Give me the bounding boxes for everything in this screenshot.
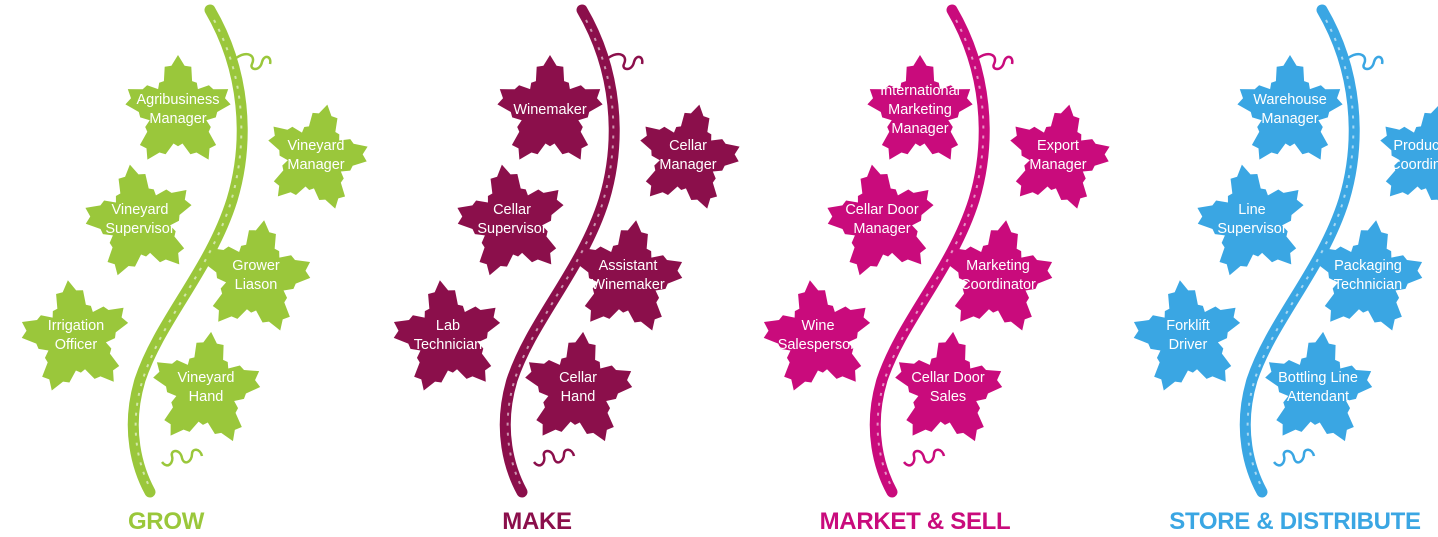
leaf-label: Cellar Supervisor: [477, 202, 547, 237]
vine-leaf: [1380, 104, 1438, 209]
vine-leaf: [1197, 164, 1304, 276]
leaf-label: Line Supervisor: [1217, 202, 1287, 237]
vine-stem-texture: [1246, 19, 1355, 489]
vine-title-store-distribute: STORE & DISTRIBUTE: [1169, 508, 1421, 535]
vine-leaf: [85, 164, 192, 276]
tendril-bottom-tendril: [903, 448, 946, 467]
vine-leaf: [1265, 331, 1373, 442]
vine-leaf: [457, 164, 564, 276]
tendril-top-tendril: [1347, 53, 1384, 71]
leaf-label: Winemaker: [513, 101, 587, 118]
vine-leaf: [393, 280, 501, 391]
vine-leaf: [1010, 104, 1110, 209]
leaf-label: International Marketing Manager: [880, 82, 960, 137]
vine-leaf: [1315, 220, 1423, 331]
leaf-label: Packaging Technician: [1333, 258, 1403, 293]
vine-leaf: [21, 280, 129, 391]
vine-illustration: [393, 4, 740, 498]
leaf-label: Cellar Hand: [559, 370, 597, 405]
vine-leaf: [763, 280, 871, 391]
leaf-label: Vineyard Supervisor: [105, 202, 175, 237]
tendril-bottom-tendril: [161, 448, 204, 467]
leaf-label: Agribusiness Manager: [136, 92, 220, 127]
vine-title-grow: GROW: [127, 508, 205, 535]
leaf-label: Irrigation Officer: [47, 318, 105, 353]
leaf-label: Forklift Driver: [1166, 318, 1210, 353]
vine-stem-texture: [134, 19, 243, 489]
leaf-label: Marketing Coordinator: [960, 258, 1036, 293]
leaf-label: Cellar Door Manager: [845, 202, 919, 237]
vine-leaf: [525, 331, 633, 442]
vine-illustration: [763, 4, 1110, 498]
vine-title-make: MAKE: [502, 508, 572, 535]
vine-leaf: [1237, 55, 1343, 160]
leaf-label: Vineyard Hand: [177, 370, 235, 405]
leaf-label: Cellar Door Sales: [911, 370, 985, 405]
leaf-label: Vineyard Manager: [287, 138, 345, 173]
leaf-label: Production Coordinator: [1390, 138, 1438, 173]
vine-leaf: [268, 104, 368, 209]
vine-illustration: [1133, 4, 1438, 498]
vine-leaf: [203, 220, 311, 331]
vine-stem-texture: [506, 19, 615, 489]
leaf-label: Lab Technician: [413, 318, 483, 353]
vine-stem-texture: [876, 19, 985, 489]
leaf-label: Assistant Winemaker: [591, 258, 665, 293]
leaf-label: Warehouse Manager: [1253, 92, 1327, 127]
vine-leaf: [827, 164, 934, 276]
tendril-bottom-tendril: [1273, 448, 1316, 467]
tendril-top-tendril: [977, 53, 1014, 71]
vine-leaf: [640, 104, 740, 209]
leaf-label: Grower Liason: [232, 258, 280, 293]
tendril-bottom-tendril: [533, 448, 576, 467]
vine-leaf: [125, 55, 231, 160]
vine-illustration: [21, 4, 368, 498]
vine-leaf: [497, 55, 603, 160]
tendril-top-tendril: [607, 53, 644, 71]
vine-leaf: [895, 331, 1003, 442]
vine-leaf: [945, 220, 1053, 331]
leaf-label: Wine Salesperson: [777, 318, 859, 353]
vine-leaf: [867, 55, 973, 160]
vine-leaf: [1133, 280, 1241, 391]
vine-leaf: [575, 220, 683, 331]
leaf-label: Bottling Line Attendant: [1278, 370, 1358, 405]
vine-title-market-sell: MARKET & SELL: [819, 508, 1011, 535]
vine-leaf: [153, 331, 261, 442]
leaf-label: Cellar Manager: [659, 138, 717, 173]
vine-store-distribute: Warehouse ManagerProduction CoordinatorL…: [1112, 0, 1438, 537]
leaf-label: Export Manager: [1029, 138, 1087, 173]
tendril-top-tendril: [235, 53, 272, 71]
